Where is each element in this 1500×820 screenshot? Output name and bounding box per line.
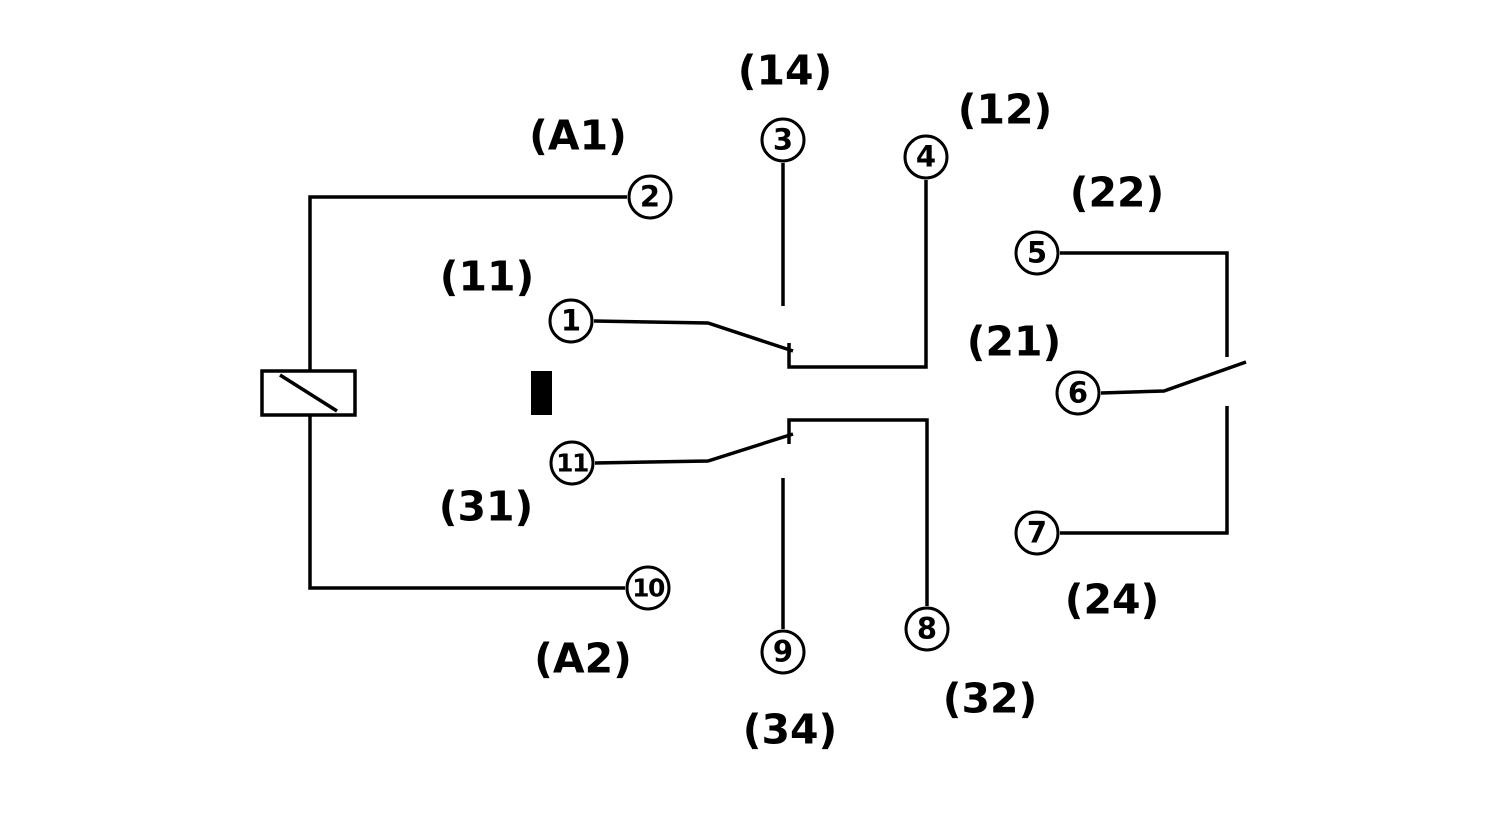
label-A2: (A2) bbox=[534, 634, 632, 683]
label-24: (24) bbox=[1064, 575, 1160, 624]
label-22: (22) bbox=[1069, 168, 1165, 217]
label-31: (31) bbox=[438, 482, 534, 531]
pin-9: 9 bbox=[760, 629, 806, 675]
pin-10: 10 bbox=[625, 565, 671, 611]
contact-arm-31 bbox=[594, 432, 794, 465]
pin-7-number: 7 bbox=[1026, 515, 1048, 550]
coil-diagonal-icon bbox=[279, 373, 338, 413]
no-wire-24 bbox=[1060, 406, 1229, 535]
pin-8: 8 bbox=[904, 606, 950, 652]
pin-1-number: 1 bbox=[560, 303, 582, 338]
nc-wire-22 bbox=[1060, 251, 1229, 357]
label-12: (12) bbox=[957, 85, 1053, 134]
label-21: (21) bbox=[966, 317, 1062, 366]
pin-6: 6 bbox=[1055, 370, 1101, 416]
pin-3: 3 bbox=[760, 117, 806, 163]
label-11: (11) bbox=[439, 252, 535, 301]
pin-4-number: 4 bbox=[915, 139, 937, 174]
mechanical-link-icon bbox=[531, 371, 552, 415]
pin-5: 5 bbox=[1014, 230, 1060, 276]
pin-1: 1 bbox=[548, 298, 594, 344]
pin-3-number: 3 bbox=[772, 122, 794, 157]
pin-2: 2 bbox=[627, 174, 673, 220]
label-14: (14) bbox=[737, 46, 833, 95]
pin-9-number: 9 bbox=[772, 634, 794, 669]
label-A1: (A1) bbox=[529, 111, 627, 160]
pin-7: 7 bbox=[1014, 510, 1060, 556]
pin-8-number: 8 bbox=[916, 611, 938, 646]
nc-wire-32 bbox=[787, 418, 929, 606]
pin-4: 4 bbox=[903, 134, 949, 180]
contact-arm-11 bbox=[593, 319, 794, 353]
pin-10-number: 10 bbox=[632, 573, 665, 603]
pin-2-number: 2 bbox=[639, 179, 661, 214]
pin-11: 11 bbox=[549, 440, 595, 486]
nc-wire-12 bbox=[787, 180, 928, 369]
pin-6-number: 6 bbox=[1067, 375, 1089, 410]
label-32: (32) bbox=[942, 674, 1038, 723]
pin-5-number: 5 bbox=[1026, 235, 1048, 270]
label-34: (34) bbox=[742, 705, 838, 754]
pin-11-number: 11 bbox=[556, 448, 589, 478]
contact-arm-21 bbox=[1100, 360, 1247, 395]
